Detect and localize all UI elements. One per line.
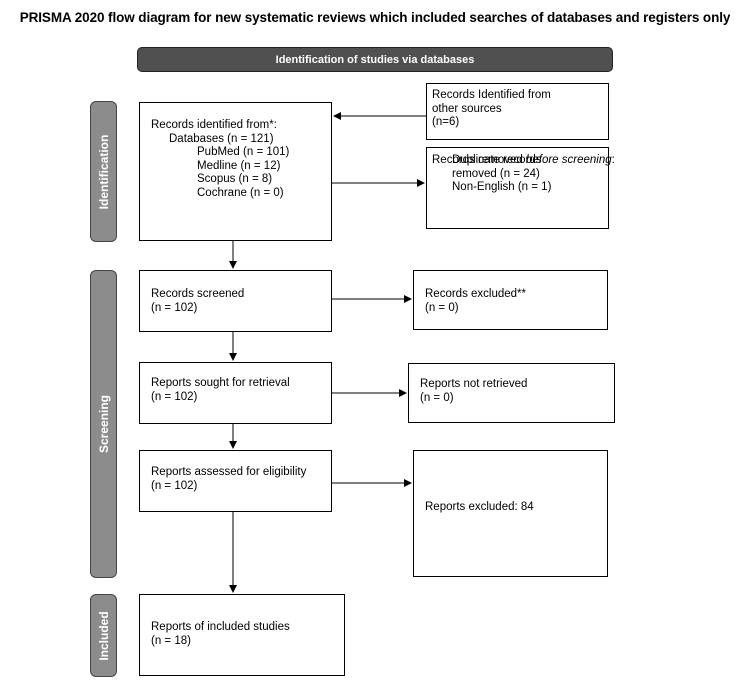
reports-not-retrieved-box: Reports not retrieved (n = 0) bbox=[408, 363, 615, 423]
records-screened-box: Records screened (n = 102) bbox=[139, 270, 332, 332]
pubmed-count: PubMed (n = 101) bbox=[197, 146, 290, 158]
duplicate-records-line1: Duplicate records bbox=[452, 154, 542, 166]
reports-excluded-box: Reports excluded: 84 bbox=[413, 450, 608, 577]
phase-screening-label: Screening bbox=[96, 394, 111, 454]
records-excluded-count: (n = 0) bbox=[425, 301, 459, 314]
other-sources-line2: other sources bbox=[432, 102, 502, 115]
reports-not-retrieved-label: Reports not retrieved bbox=[420, 378, 528, 390]
phase-identification-label: Identification bbox=[96, 134, 111, 209]
reports-excluded-label: Reports excluded: 84 bbox=[425, 501, 534, 513]
records-screened-count: (n = 102) bbox=[151, 301, 198, 314]
reports-assessed-label: Reports assessed for eligibility bbox=[151, 466, 307, 478]
other-sources-line3: (n=6) bbox=[432, 116, 460, 128]
other-sources-line1: Records Identified from bbox=[432, 89, 551, 101]
identification-banner: Identification of studies via databases bbox=[137, 47, 613, 72]
phase-identification: Identification bbox=[90, 101, 117, 242]
scopus-count: Scopus (n = 8) bbox=[197, 173, 273, 185]
cochrane-count: Cochrane (n = 0) bbox=[197, 186, 284, 199]
reports-sought-label: Reports sought for retrieval bbox=[151, 377, 290, 389]
reports-not-retrieved-count: (n = 0) bbox=[420, 391, 454, 404]
reports-assessed-box: Reports assessed for eligibility (n = 10… bbox=[139, 450, 332, 512]
records-excluded-box: Records excluded** (n = 0) bbox=[413, 270, 608, 330]
phase-included: Included bbox=[90, 594, 117, 677]
records-removed-heading: Records removed before screening: bbox=[432, 154, 615, 166]
records-excluded-label: Records excluded** bbox=[425, 288, 527, 300]
other-sources-box: Records Identified from other sources (n… bbox=[426, 83, 609, 140]
diagram-title: PRISMA 2020 flow diagram for new systema… bbox=[19, 10, 731, 25]
included-studies-box: Reports of included studies (n = 18) bbox=[139, 594, 345, 676]
records-identified-heading: Records identified from*: bbox=[151, 119, 277, 131]
reports-sought-box: Reports sought for retrieval (n = 102) bbox=[139, 362, 332, 424]
included-studies-label: Reports of included studies bbox=[151, 621, 290, 633]
databases-count: Databases (n = 121) bbox=[169, 132, 274, 145]
records-removed-box: Records removed before screening: before… bbox=[426, 147, 615, 229]
reports-sought-count: (n = 102) bbox=[151, 390, 198, 403]
non-english-count: Non-English (n = 1) bbox=[452, 181, 552, 193]
included-studies-count: (n = 18) bbox=[151, 634, 191, 647]
phase-screening: Screening bbox=[90, 270, 117, 578]
records-identified-box: Records identified from*: Databases (n =… bbox=[139, 102, 332, 241]
records-screened-label: Records screened bbox=[151, 288, 245, 300]
reports-assessed-count: (n = 102) bbox=[151, 479, 198, 492]
duplicate-records-line2: removed (n = 24) bbox=[452, 167, 540, 180]
medline-count: Medline (n = 12) bbox=[197, 159, 281, 172]
phase-included-label: Included bbox=[96, 610, 111, 661]
